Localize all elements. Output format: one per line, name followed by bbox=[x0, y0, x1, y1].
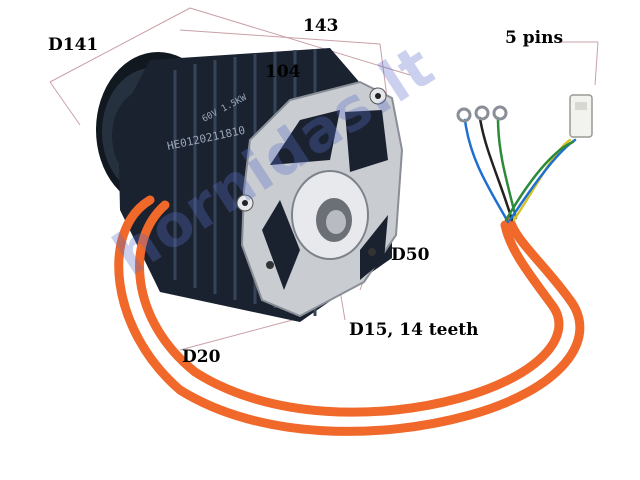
label-d20: D20 bbox=[182, 347, 221, 367]
label-d15-teeth: D15, 14 teeth bbox=[349, 320, 479, 340]
phase-wires bbox=[463, 116, 577, 224]
label-143: 143 bbox=[303, 16, 339, 36]
motor-front-flange bbox=[236, 80, 404, 318]
orange-cable bbox=[114, 195, 585, 436]
label-104: 104 bbox=[265, 62, 301, 82]
label-d50: D50 bbox=[391, 245, 430, 265]
label-5-pins: 5 pins bbox=[505, 28, 564, 48]
ring-terminals bbox=[456, 105, 508, 123]
label-d141: D141 bbox=[48, 35, 99, 55]
five-pin-connector bbox=[569, 94, 593, 138]
